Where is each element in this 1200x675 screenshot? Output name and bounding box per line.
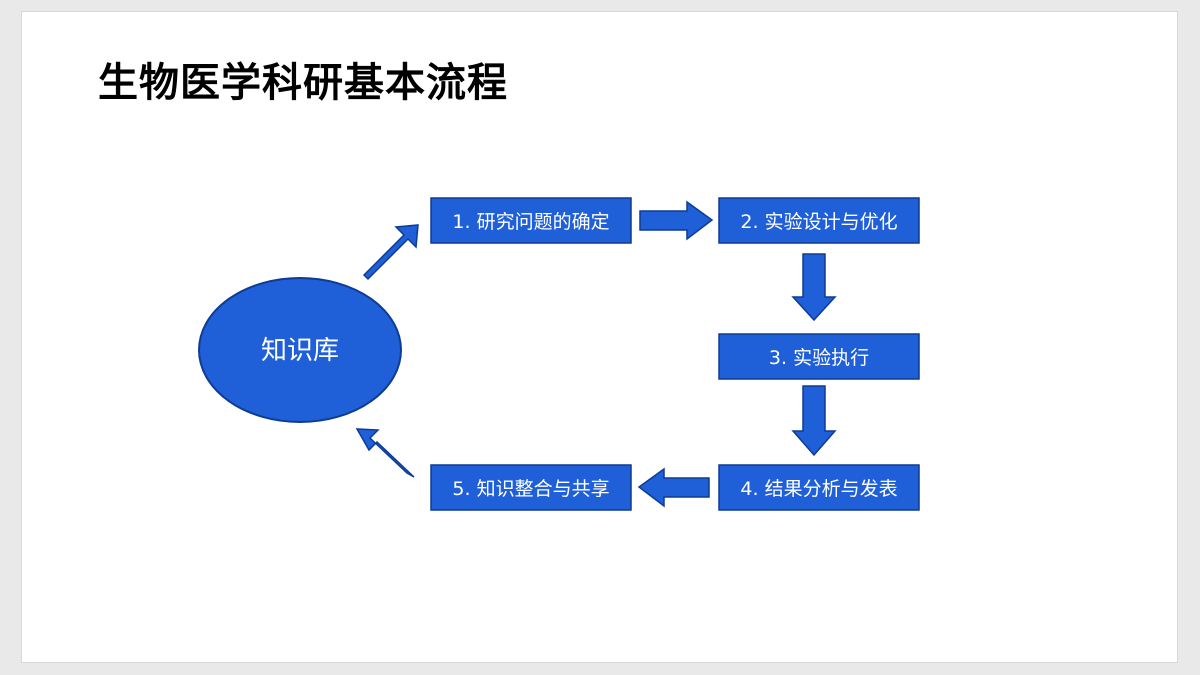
step-box-4: 4. 结果分析与发表 [718,464,920,511]
step-4-rect [718,464,920,511]
step-box-5: 5. 知识整合与共享 [430,464,632,511]
step-2-label: 2. 实验设计与优化 [740,211,897,233]
process-diagram: 知识库 1. 研究问题的确定 2. 实验设计与优化 3. 实验执行 4. 结果分… [198,197,920,511]
step-2-rect [718,197,920,244]
step-5-label: 5. 知识整合与共享 [452,478,609,500]
arrow-step-3-to-step-4 [791,385,837,457]
arrow-step-2-to-step-3 [791,253,837,322]
hub-node: 知识库 [198,277,402,423]
step-1-label: 1. 研究问题的确定 [452,211,609,233]
arrow-hub-to-step-1 [362,224,419,281]
slide: 生物医学科研基本流程 知识库 1. 研究问题的确定 2. 实验设计与优化 3. … [22,12,1177,662]
arrow-step-1-to-step-2 [639,200,714,241]
slide-title: 生物医学科研基本流程 [98,60,508,106]
step-5-rect [430,464,632,511]
arrow-step-5-to-hub [355,428,415,478]
step-3-label: 3. 实验执行 [769,347,869,369]
step-3-rect [718,333,920,380]
step-box-3: 3. 实验执行 [718,333,920,380]
step-box-2: 2. 实验设计与优化 [718,197,920,244]
step-1-rect [430,197,632,244]
hub-ellipse [198,277,402,423]
step-box-1: 1. 研究问题的确定 [430,197,632,244]
hub-label: 知识库 [261,336,339,366]
arrow-step-4-to-step-5 [637,467,710,508]
step-4-label: 4. 结果分析与发表 [740,478,897,500]
